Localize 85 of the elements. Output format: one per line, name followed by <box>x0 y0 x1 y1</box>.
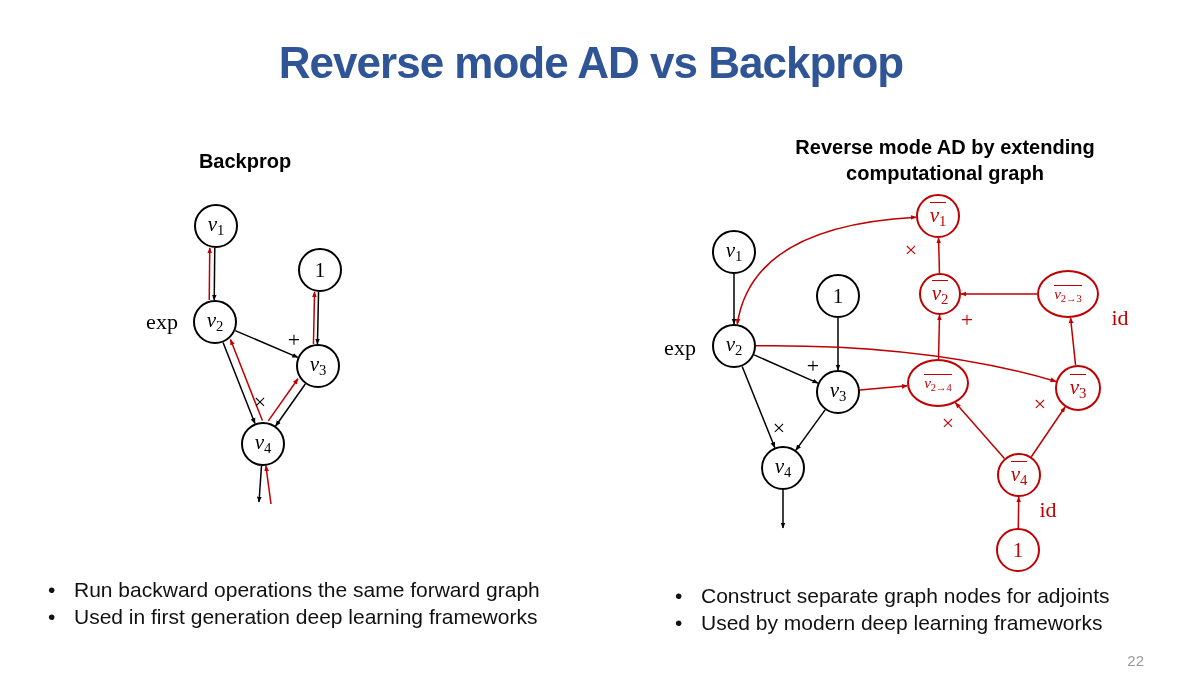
operation-label: exp <box>146 311 178 333</box>
graph-node <box>194 204 238 248</box>
bullet-text: Used in first generation deep learning frameworks <box>74 604 538 631</box>
arrow <box>257 465 263 503</box>
graph-node <box>298 248 342 292</box>
operation-label: × <box>1033 393 1047 415</box>
node-label: v$_{4}$ <box>254 431 272 457</box>
bullet-marker: • <box>674 610 684 637</box>
arrow <box>211 247 217 301</box>
arrow <box>937 314 942 360</box>
node-label: v$_{2}$ <box>931 280 949 308</box>
node-label: v$_{2→3}$ <box>1054 284 1082 304</box>
node-label: v$_{2}$ <box>206 309 224 335</box>
graph-node <box>907 359 969 407</box>
arrow <box>1068 317 1077 366</box>
node-label: v$_{4}$ <box>774 455 792 481</box>
operation-label: + <box>806 355 820 377</box>
graph-node <box>712 230 756 274</box>
slide-title: Reverse mode AD vs Backprop <box>277 38 905 88</box>
arrow <box>731 273 737 325</box>
arrow <box>229 338 264 422</box>
arrow <box>753 354 819 384</box>
graph-node <box>1055 365 1101 411</box>
bullet-text: Construct separate graph nodes for adjoints <box>701 583 1110 609</box>
bullet-marker: • <box>47 604 57 631</box>
arrow <box>312 291 317 345</box>
arrow <box>1030 406 1066 458</box>
page-number: 22 <box>1127 652 1144 669</box>
bullet-text: Run backward operations the same forward graph <box>74 577 540 603</box>
graph-node <box>816 274 860 318</box>
graph-node <box>996 528 1040 572</box>
panel-heading: Reverse mode AD by extending computational graph <box>794 135 1096 186</box>
arrow <box>795 409 826 451</box>
graph-node <box>916 194 960 238</box>
arrow <box>264 465 272 505</box>
graph-node <box>296 344 340 388</box>
graph-node <box>1037 270 1099 318</box>
node-label: 1 <box>314 258 326 281</box>
arrow <box>960 291 1038 297</box>
operation-label: × <box>904 239 918 261</box>
node-label: 1 <box>832 284 844 307</box>
arrow <box>936 237 942 274</box>
arrow <box>207 247 213 301</box>
arrow <box>835 317 841 371</box>
operation-label: id <box>1111 307 1129 329</box>
arrow <box>736 215 917 325</box>
graph-node <box>816 370 860 414</box>
bullet-marker: • <box>47 577 57 603</box>
arrow <box>755 345 1057 383</box>
node-label: v$_{3}$ <box>829 379 847 405</box>
operation-label: exp <box>664 337 696 359</box>
arrow <box>1016 496 1022 529</box>
node-label: v$_{1}$ <box>725 239 743 265</box>
graph-node <box>241 422 285 466</box>
arrow <box>222 341 256 425</box>
bullet-text: Used by modern deep learning frameworks <box>701 610 1103 637</box>
panel-heading: Backprop <box>197 149 293 174</box>
bullet-marker: • <box>674 583 684 609</box>
arrow <box>954 402 1006 460</box>
node-label: v$_{1}$ <box>207 213 225 239</box>
arrow <box>859 383 908 391</box>
arrow <box>315 291 320 345</box>
graph-node <box>761 446 805 490</box>
graph-node <box>997 453 1041 497</box>
operation-label: id <box>1039 499 1057 521</box>
node-label: v$_{4}$ <box>1010 461 1028 489</box>
graph-node <box>919 273 961 315</box>
node-label: v$_{1}$ <box>929 202 947 230</box>
graph-node <box>193 300 237 344</box>
operation-label: × <box>253 391 267 413</box>
node-label: v$_{2}$ <box>725 333 743 359</box>
arrow <box>274 383 307 427</box>
graph-node <box>712 324 756 368</box>
arrow <box>780 489 786 529</box>
node-label: 1 <box>1012 538 1024 561</box>
node-label: v$_{3}$ <box>309 353 327 379</box>
operation-label: + <box>960 309 974 331</box>
operation-label: × <box>772 417 786 439</box>
node-label: v$_{2→4}$ <box>924 373 952 393</box>
arrow <box>741 365 776 449</box>
node-label: v$_{3}$ <box>1069 374 1087 402</box>
arrow <box>234 329 299 359</box>
arrow <box>267 378 299 422</box>
operation-label: + <box>287 329 301 351</box>
operation-label: × <box>941 412 955 434</box>
